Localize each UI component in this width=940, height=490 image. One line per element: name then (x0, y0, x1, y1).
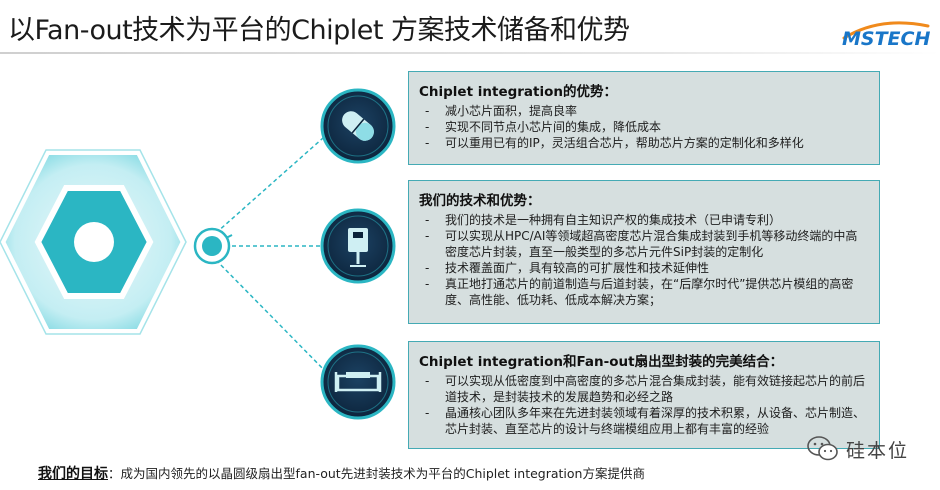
panel-our-technology: 我们的技术和优势： 我们的技术是一种拥有自主知识产权的集成技术（已申请专利） 可… (408, 180, 880, 324)
list-item: 可以实现从HPC/AI等领域超高密度芯片混合集成封装到手机等移动终端的中高密度芯… (419, 228, 869, 260)
list-item: 可以重用已有的IP，灵活组合芯片，帮助芯片方案的定制化和多样化 (419, 135, 869, 151)
list-item: 实现不同节点小芯片间的集成，降低成本 (419, 119, 869, 135)
panel-list: 减小芯片面积，提高良率 实现不同节点小芯片间的集成，降低成本 可以重用已有的IP… (419, 103, 869, 151)
goal-text: 成为国内领先的以晶圆级扇出型fan-out先进封装技术为平台的Chiplet i… (120, 466, 645, 481)
panel-integration-fanout: Chiplet integration和Fan-out扇出型封装的完美结合： 可… (408, 341, 880, 449)
title-divider (0, 52, 940, 54)
panel-heading: Chiplet integration的优势： (419, 84, 617, 100)
wechat-icon (807, 436, 838, 461)
center-dot (74, 222, 114, 262)
goal-statement: 我们的目标：成为国内领先的以晶圆级扇出型fan-out先进封装技术为平台的Chi… (38, 463, 645, 483)
watermark: 硅本位 (806, 434, 936, 464)
logo-text: MSTECH (842, 28, 930, 50)
hexagon-diagram (0, 88, 396, 420)
list-item: 可以实现从低密度到中高密度的多芯片混合集成封装，能有效链接起芯片的前后道技术，是… (419, 373, 869, 405)
page-title: 以Fan-out技术为平台的Chiplet 方案技术储备和优势 (8, 15, 630, 46)
panel-chiplet-advantages: Chiplet integration的优势： 减小芯片面积，提高良率 实现不同… (408, 71, 880, 165)
panel-heading: 我们的技术和优势： (419, 193, 541, 209)
mstech-logo: MSTECH (842, 21, 930, 50)
list-item: 真正地打通芯片的前道制造与后道封装，在“后摩尔时代”提供芯片模组的高密度、高性能… (419, 276, 869, 308)
panel-list: 我们的技术是一种拥有自主知识产权的集成技术（已申请专利） 可以实现从HPC/AI… (419, 212, 869, 308)
panel-list: 可以实现从低密度到中高密度的多芯片混合集成封装，能有效链接起芯片的前后道技术，是… (419, 373, 869, 437)
list-item: 晶通核心团队多年来在先进封装领域有着深厚的技术积累，从设备、芯片制造、芯片封装、… (419, 405, 869, 437)
pill-capsule-icon (320, 88, 396, 164)
chip-probe-icon (320, 208, 396, 284)
list-item: 减小芯片面积，提高良率 (419, 103, 869, 119)
list-item: 技术覆盖面广，具有较高的可扩展性和技术延伸性 (419, 260, 869, 276)
list-item: 我们的技术是一种拥有自主知识产权的集成技术（已申请专利） (419, 212, 869, 228)
watermark-text: 硅本位 (846, 439, 910, 462)
panel-heading: Chiplet integration和Fan-out扇出型封装的完美结合： (419, 354, 784, 370)
goal-label: 我们的目标 (38, 466, 108, 482)
chip-package-icon (320, 344, 396, 420)
goal-separator: ： (108, 466, 121, 481)
